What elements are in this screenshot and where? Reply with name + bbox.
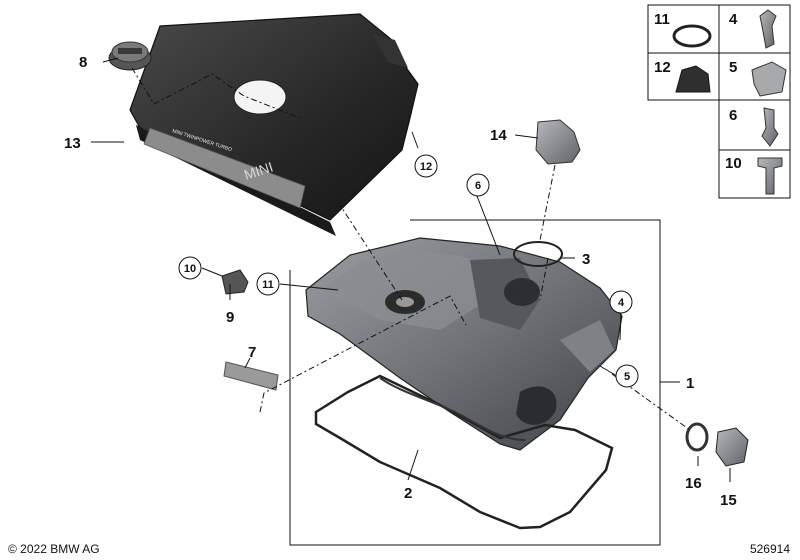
callout-13: 13 xyxy=(64,135,81,152)
oring-thumbnail xyxy=(672,24,712,48)
assembly-frame xyxy=(289,219,661,546)
callout-12-circle: 12 xyxy=(414,154,438,178)
filler-cap xyxy=(108,41,152,71)
callout-5-circle: 5 xyxy=(615,364,639,388)
stud-6-thumbnail xyxy=(761,107,779,147)
parts-table: 11 4 12 5 6 10 xyxy=(647,4,791,199)
callout-3: 3 xyxy=(582,251,590,268)
callout-11-circle: 11 xyxy=(256,272,280,296)
drawing-number: 526914 xyxy=(749,542,790,556)
callout-5: 5 xyxy=(624,371,630,383)
callout-7: 7 xyxy=(248,344,256,361)
oil-filler-opening xyxy=(233,79,287,115)
bolt-10-thumbnail xyxy=(757,157,783,195)
table-row-0-right: 4 xyxy=(729,11,738,28)
seal-ring-3 xyxy=(513,241,563,267)
part-14 xyxy=(535,119,581,165)
copyright-notice: © 2022 BMW AG xyxy=(8,542,100,556)
stud-4-thumbnail xyxy=(759,9,777,49)
table-row-0-left: 11 xyxy=(654,11,670,28)
engine-cover: MINI MINI TWINPOWER TURBO xyxy=(129,13,419,236)
callout-4-circle: 4 xyxy=(609,290,633,314)
callout-10: 10 xyxy=(184,263,196,275)
callout-2: 2 xyxy=(404,485,412,502)
callout-4: 4 xyxy=(618,297,625,309)
callout-6-circle: 6 xyxy=(466,173,490,197)
callout-6: 6 xyxy=(475,180,481,192)
callout-16: 16 xyxy=(685,475,702,492)
callout-8: 8 xyxy=(79,54,87,71)
callout-15: 15 xyxy=(720,492,737,509)
callout-9: 9 xyxy=(226,309,234,326)
table-row-1-left: 12 xyxy=(654,59,671,76)
clip-5-thumbnail xyxy=(751,61,787,97)
table-row-3-right: 10 xyxy=(725,155,742,172)
part-9 xyxy=(221,269,249,295)
oring-16 xyxy=(685,422,709,452)
callout-1: 1 xyxy=(686,375,694,392)
cylinder-head-cover xyxy=(305,237,623,451)
part-7 xyxy=(223,361,279,391)
grommet-thumbnail xyxy=(675,65,711,93)
callout-11: 11 xyxy=(262,279,274,291)
callout-12: 12 xyxy=(420,161,432,173)
sensor-15 xyxy=(715,427,749,467)
table-row-1-right: 5 xyxy=(729,59,737,76)
table-row-2-right: 6 xyxy=(729,107,737,124)
callout-14: 14 xyxy=(490,127,507,144)
cylinder-head-gasket xyxy=(314,374,614,530)
callout-10-circle: 10 xyxy=(178,256,202,280)
